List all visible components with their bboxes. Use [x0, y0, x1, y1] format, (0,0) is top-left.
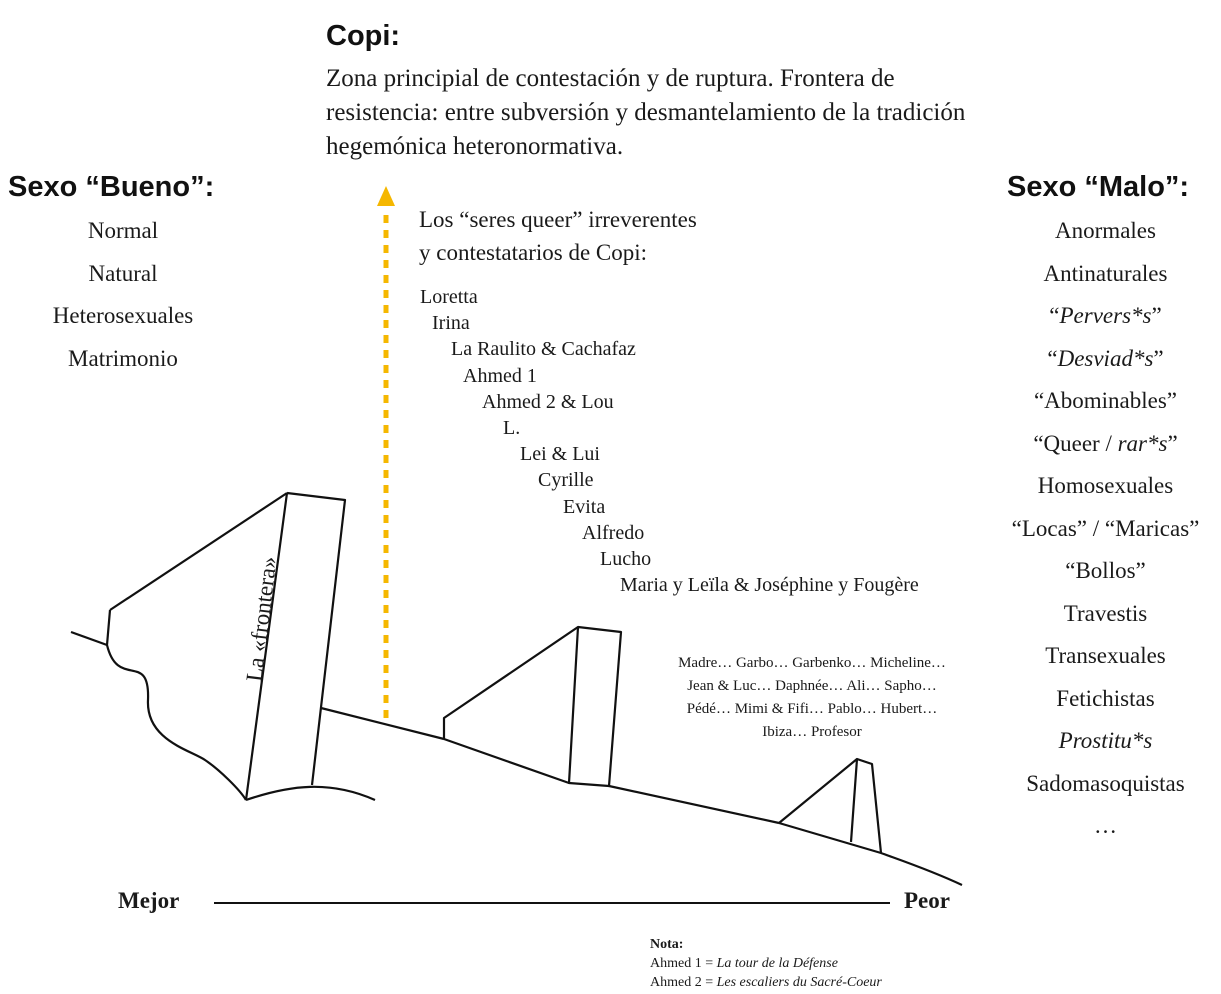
queer-title-line2: y contestatarios de Copi: [419, 240, 648, 265]
malo-item: Antinaturales [990, 253, 1221, 296]
malo-item-italic: Desviad*s [1057, 345, 1154, 371]
ground-1 [320, 706, 445, 741]
malo-item-text: Anormales [1055, 218, 1156, 243]
malo-item: “Locas” / “Maricas” [990, 508, 1221, 551]
bueno-item: Natural [88, 260, 158, 286]
queer-name: L. [503, 417, 521, 439]
nota-line: Ahmed 2 = Les escaliers du Sacré-Coeur [650, 973, 882, 992]
bueno-list: Normal Natural Heterosexuales Matrimonio [0, 210, 246, 380]
minor-characters: Madre… Garbo… Garbenko… Micheline… Jean … [617, 652, 1007, 744]
malo-item-text: Sadomasoquistas [1026, 770, 1185, 796]
nota-prefix: Ahmed 1 = [650, 956, 717, 971]
malo-item-text: “ [1049, 303, 1060, 328]
minor-line: Ibiza… Profesor [762, 724, 862, 740]
minor-line: Pédé… Mimi & Fifi… Pablo… Hubert… [686, 701, 938, 717]
queer-name: Maria y Leïla & Joséphine y Fougère [620, 574, 919, 597]
queer-name: Lucho [600, 548, 652, 570]
malo-item-text: “Bollos” [1065, 558, 1146, 583]
malo-item: Sadomasoquistas [990, 763, 1221, 806]
copi-title: Copi: [326, 20, 401, 52]
big-wall-top-slope [109, 492, 288, 611]
nota: Nota: Ahmed 1 = La tour de la Défense Ah… [650, 935, 882, 992]
queer-name: Alfredo [582, 521, 645, 544]
nota-work: Les escaliers du Sacré-Coeur [716, 975, 882, 990]
nota-title: Nota: [650, 937, 684, 952]
malo-item-text: ” [1167, 430, 1178, 456]
left-cliff-edge [105, 609, 247, 801]
resistance-arrow-head [377, 186, 395, 206]
nota-prefix: Ahmed 2 = [650, 975, 717, 990]
left-cliff-line [70, 630, 108, 647]
malo-item-italic: Pervers*s [1059, 303, 1152, 328]
malo-item: “Queer / rar*s” [990, 423, 1221, 466]
queer-name: Cyrille [538, 469, 594, 492]
malo-item-text: Travestis [1063, 600, 1148, 626]
queer-name: Ahmed 2 & Lou [482, 390, 614, 413]
malo-item: “Bollos” [990, 550, 1221, 593]
malo-item: “Desviad*s” [990, 338, 1221, 381]
small-wall [778, 757, 883, 854]
minor-line: Jean & Luc… Daphnée… Ali… Sapho… [687, 678, 937, 694]
bueno-item: Heterosexuales [52, 303, 194, 328]
ground-3 [778, 821, 963, 886]
ground-2 [443, 737, 780, 825]
queer-name: Ahmed 1 [463, 364, 537, 387]
malo-item: Anormales [990, 210, 1221, 253]
malo-item-text: “Abominables” [1033, 388, 1178, 413]
bueno-item: Normal [87, 218, 159, 243]
queer-name: Loretta [420, 286, 478, 308]
copi-description: Zona principial de contestación y de rup… [326, 65, 966, 160]
malo-item-text: Homosexuales [1037, 473, 1174, 498]
nota-line: Ahmed 1 = La tour de la Défense [650, 954, 882, 973]
malo-item: … [990, 805, 1221, 848]
malo-item-text: “ [1047, 345, 1058, 371]
mound [245, 785, 376, 802]
malo-item-italic: Prostitu*s [1058, 728, 1153, 753]
malo-item: Travestis [990, 593, 1221, 636]
malo-item: Transexuales [990, 635, 1221, 678]
bueno-item: Matrimonio [68, 345, 178, 371]
malo-item: “Pervers*s” [990, 295, 1221, 338]
axis-label-peor: Peor [904, 888, 950, 913]
malo-item: Homosexuales [990, 465, 1221, 508]
malo-item-text: “Locas” / “Maricas” [1011, 515, 1200, 541]
malo-item: Fetichistas [990, 678, 1221, 721]
bueno-title: Sexo “Bueno”: [8, 171, 215, 203]
minor-line: Madre… Garbo… Garbenko… Micheline… [678, 655, 946, 671]
malo-item-text: Transexuales [1045, 643, 1166, 668]
malo-item-text: ” [1153, 345, 1164, 371]
queer-name: La Raulito & Cachafaz [451, 338, 636, 361]
malo-item-text: “Queer / [1033, 430, 1118, 456]
big-wall [244, 491, 347, 801]
queer-name: Evita [563, 495, 606, 518]
malo-item: “Abominables” [990, 380, 1221, 423]
queer-name: Lei & Lui [520, 443, 600, 466]
malo-item-text: Fetichistas [1056, 685, 1155, 711]
malo-title: Sexo “Malo”: [1007, 171, 1190, 203]
malo-item-text: ” [1151, 303, 1162, 328]
malo-item-text: … [1094, 813, 1117, 838]
queer-title-line1: Los “seres queer” irreverentes [419, 207, 697, 232]
axis-label-mejor: Mejor [118, 888, 180, 913]
queer-name: Irina [432, 312, 470, 335]
malo-item-text: Antinaturales [1043, 260, 1168, 286]
nota-work: La tour de la Défense [716, 956, 838, 971]
malo-item: Prostitu*s [990, 720, 1221, 763]
malo-item-italic: rar*s [1117, 430, 1168, 456]
